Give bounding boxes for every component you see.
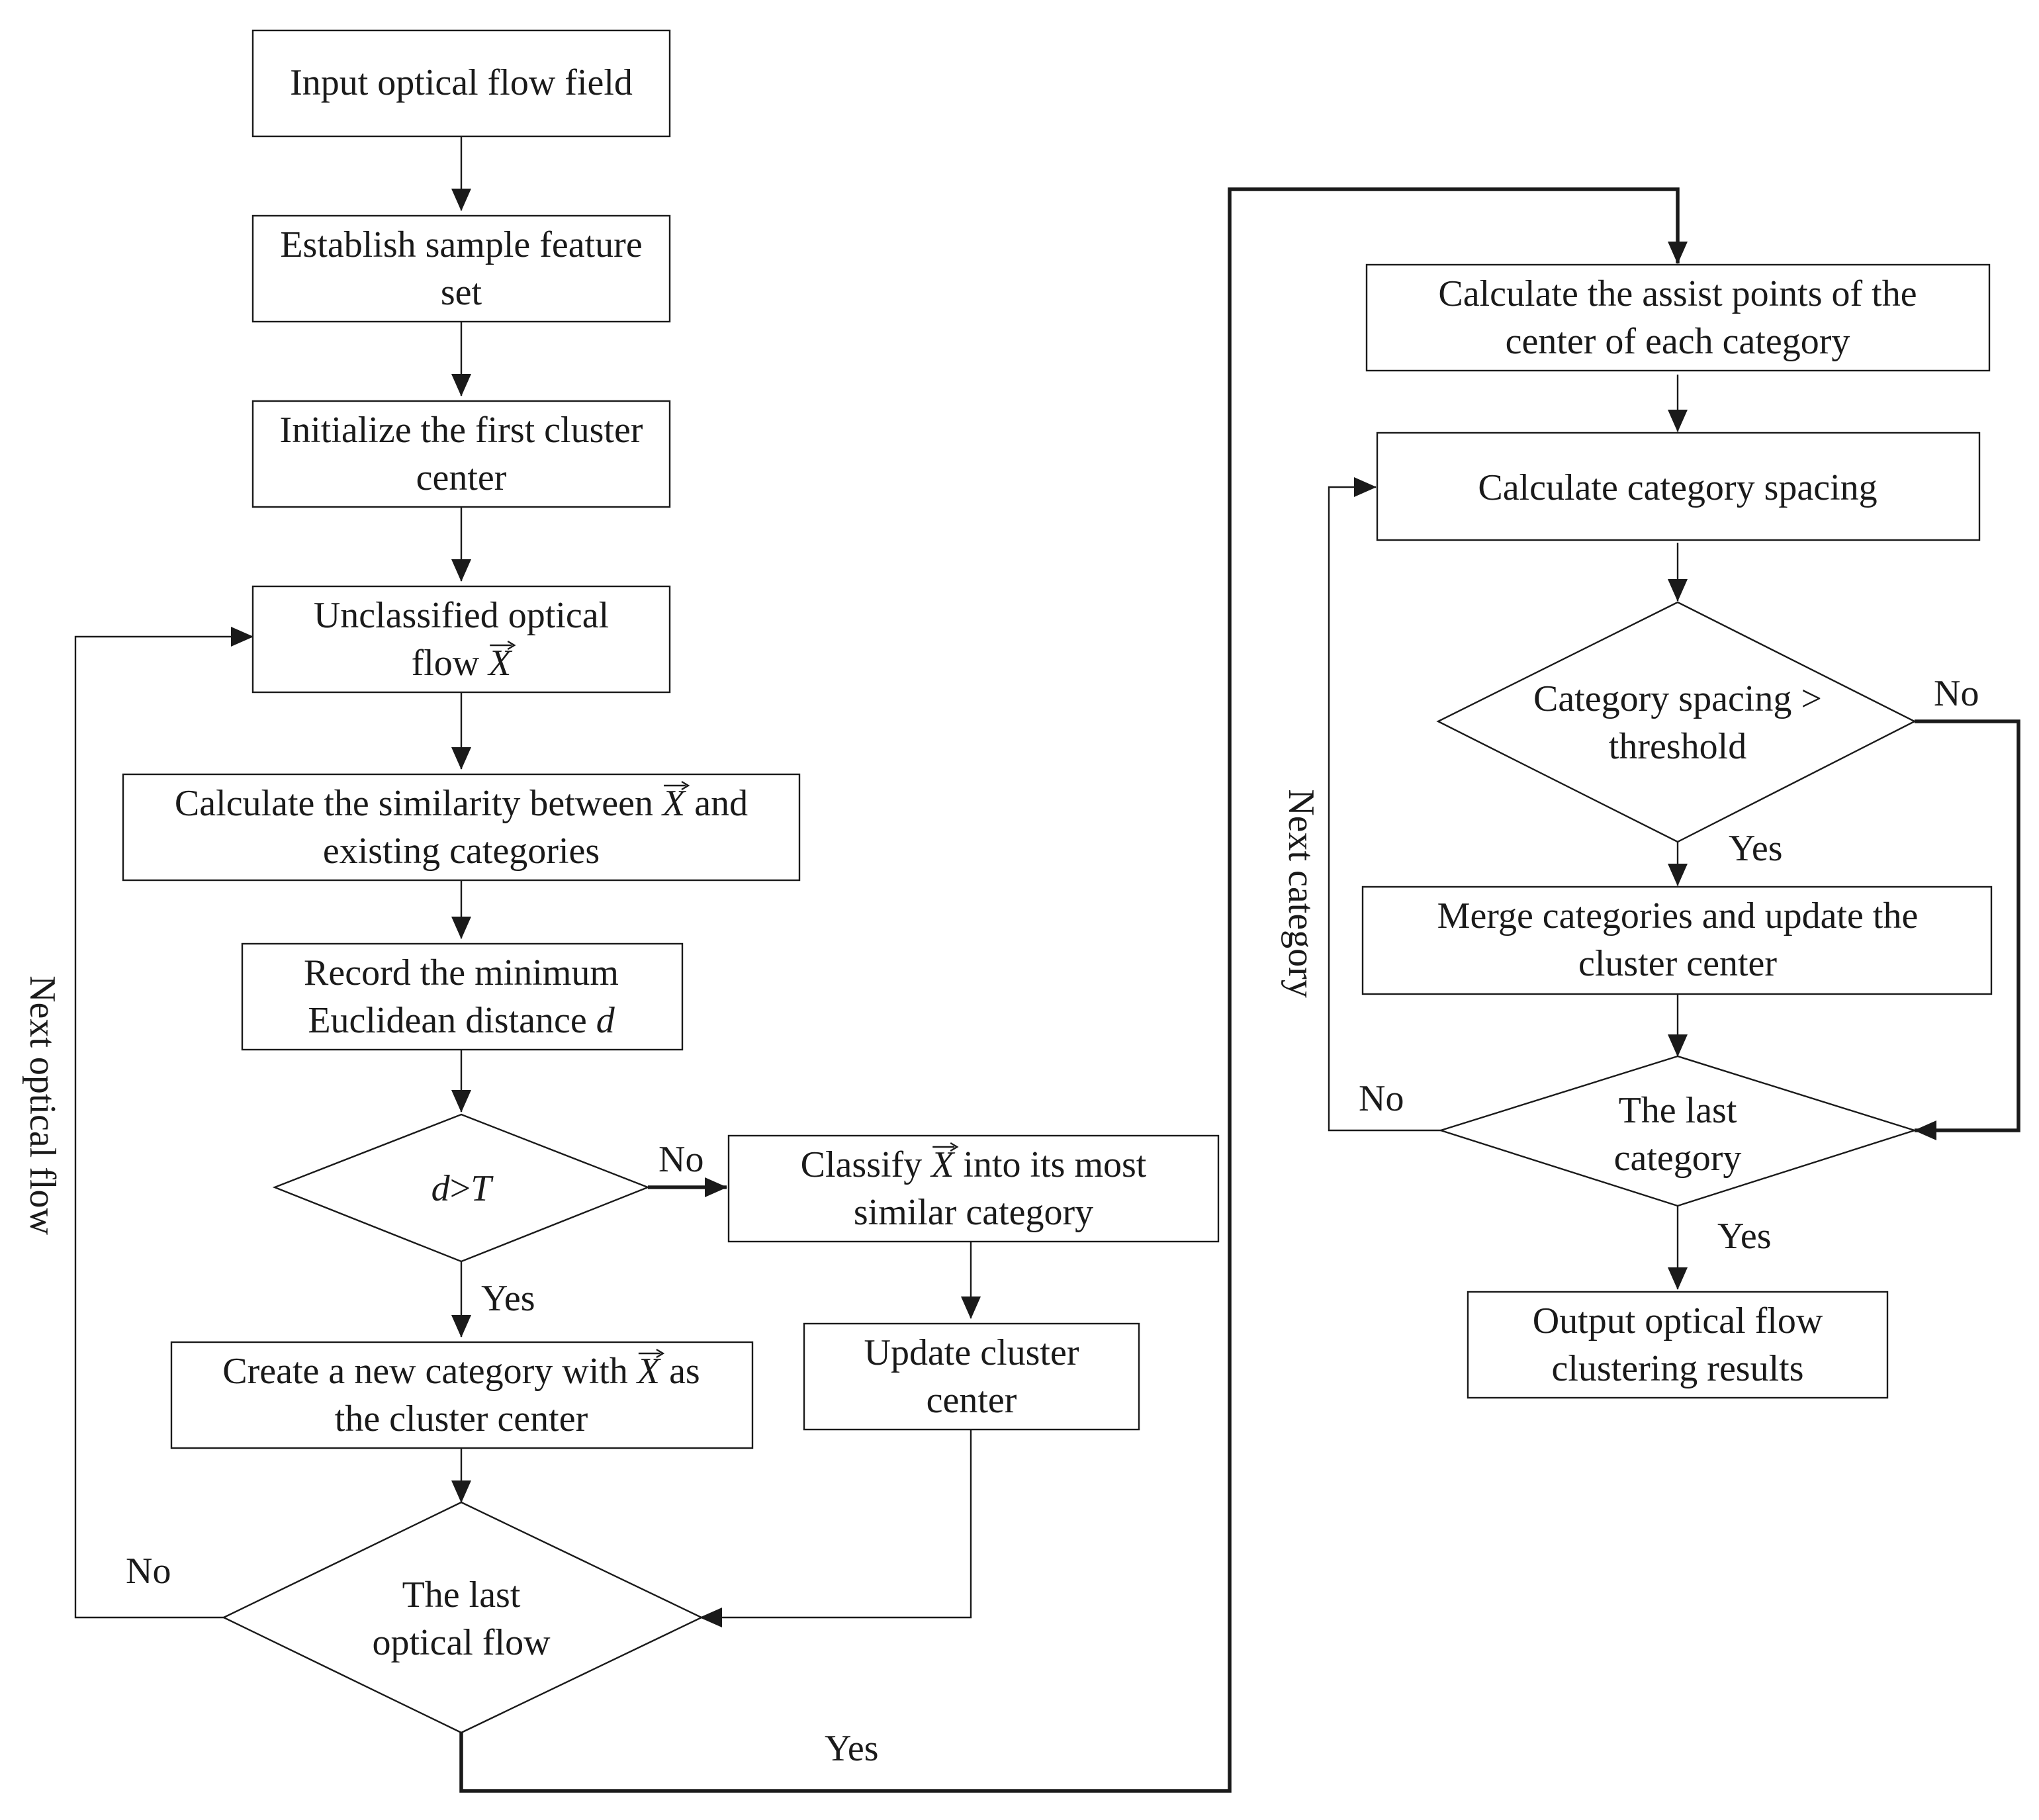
edge-update-to-last-flow [700,1430,972,1627]
node-unclassified-line-1: Unclassified optical [314,595,609,636]
variable-t: T [471,1168,494,1209]
node-spacing: Calculate category spacing [1376,432,1981,541]
vector-arrow-icon [664,780,690,791]
edges-right [1328,375,2020,1290]
node-record: Record the minimum Euclidean distance d [241,942,684,1051]
node-create-line-1: Create a new category with X as [222,1351,700,1392]
node-spacing-check-line-2: threshold [1609,726,1746,767]
label-spacing-yes: Yes [1729,828,1782,869]
node-classify-text-b: into its most [954,1144,1146,1185]
node-input: Input optical flow field [251,29,671,138]
node-establish-line-1: Establish sample feature [280,224,642,265]
edge-next-optical-flow-loop [74,627,253,1619]
node-unclassified-text: flow [412,643,489,684]
label-category-yes: Yes [1717,1216,1771,1257]
node-decision-d: d>T [272,1113,651,1263]
node-classify-line-1: Classify X into its most [801,1144,1147,1185]
node-similarity-text-a: Calculate the similarity between [175,783,662,824]
node-create-text-a: Create a new category with [222,1351,637,1392]
node-input-line-1: Input optical flow field [290,62,633,103]
node-spacing-line-1: Calculate category spacing [1478,467,1877,508]
node-update: Update cluster center [803,1322,1140,1431]
node-unclassified: Unclassified optical flow X [251,585,671,694]
node-last-category: The last category [1438,1055,1917,1207]
node-update-line-1: Update cluster [864,1332,1079,1373]
vector-arrow-icon [932,1142,959,1152]
node-init-line-2: center [416,457,507,498]
node-last-flow-line-2: optical flow [372,1622,551,1663]
label-next-category: Next category [1281,789,1322,998]
node-record-text: Euclidean distance [308,1000,596,1041]
node-establish: Establish sample feature set [251,214,671,323]
node-spacing-check: Category spacing > threshold [1436,601,1917,843]
edge-next-category-loop [1328,477,1441,1132]
node-record-line-2: Euclidean distance d [308,1000,615,1041]
node-assist: Calculate the assist points of the cente… [1365,263,1991,372]
node-output-line-1: Output optical flow [1533,1300,1823,1342]
node-init: Initialize the first cluster center [251,400,671,508]
label-category-no: No [1359,1078,1404,1119]
label-flow-no: No [126,1551,171,1592]
node-assist-line-2: center of each category [1506,321,1850,362]
variable-d: d [431,1168,451,1209]
node-similarity: Calculate the similarity between X and e… [122,773,801,882]
variable-d: d [596,1000,615,1041]
node-decision-d-text: d>T [431,1168,494,1209]
greater-than-symbol: > [450,1168,471,1209]
node-create: Create a new category with X as the clus… [170,1341,754,1449]
label-next-optical-flow: Next optical flow [22,976,63,1235]
node-assist-line-1: Calculate the assist points of the [1438,273,1917,314]
node-last-category-line-1: The last [1619,1090,1737,1131]
edge-last-flow-yes-to-assist [459,187,1688,1793]
node-update-line-2: center [927,1380,1017,1421]
edge-check-no-to-last-category [1914,719,2020,1140]
edge-labels: No Yes No Yes No Yes No Yes Next optical… [22,673,1979,1769]
node-similarity-text-b: and [685,783,748,824]
node-spacing-check-line-1: Category spacing > [1533,678,1822,719]
node-output: Output optical flow clustering results [1467,1291,1889,1399]
node-create-text-b: as [660,1351,700,1392]
node-establish-line-2: set [441,272,482,313]
label-spacing-no: No [1934,673,1979,714]
vector-arrow-icon [490,640,516,651]
node-similarity-line-1: Calculate the similarity between X and [175,783,748,824]
node-classify: Classify X into its most similar categor… [727,1134,1220,1243]
label-d-yes: Yes [481,1278,535,1319]
node-unclassified-line-2: flow X [412,643,514,684]
label-d-no: No [658,1139,703,1180]
node-similarity-line-2: existing categories [323,831,600,872]
node-last-category-line-2: category [1614,1138,1742,1179]
node-init-line-1: Initialize the first cluster [280,410,643,451]
node-merge-line-1: Merge categories and update the [1437,895,1919,936]
edges-left [74,136,1688,1793]
node-merge-line-2: cluster center [1578,943,1777,984]
vector-arrow-icon [638,1348,665,1359]
node-output-line-2: clustering results [1551,1348,1803,1389]
node-last-flow-line-1: The last [402,1574,521,1615]
node-merge: Merge categories and update the cluster … [1361,886,1993,995]
label-flow-yes: Yes [825,1728,878,1769]
node-classify-text-a: Classify [801,1144,932,1185]
node-record-line-1: Record the minimum [304,952,619,993]
node-last-flow: The last optical flow [222,1501,703,1734]
node-create-line-2: the cluster center [335,1398,588,1439]
node-classify-line-2: similar category [854,1192,1093,1233]
